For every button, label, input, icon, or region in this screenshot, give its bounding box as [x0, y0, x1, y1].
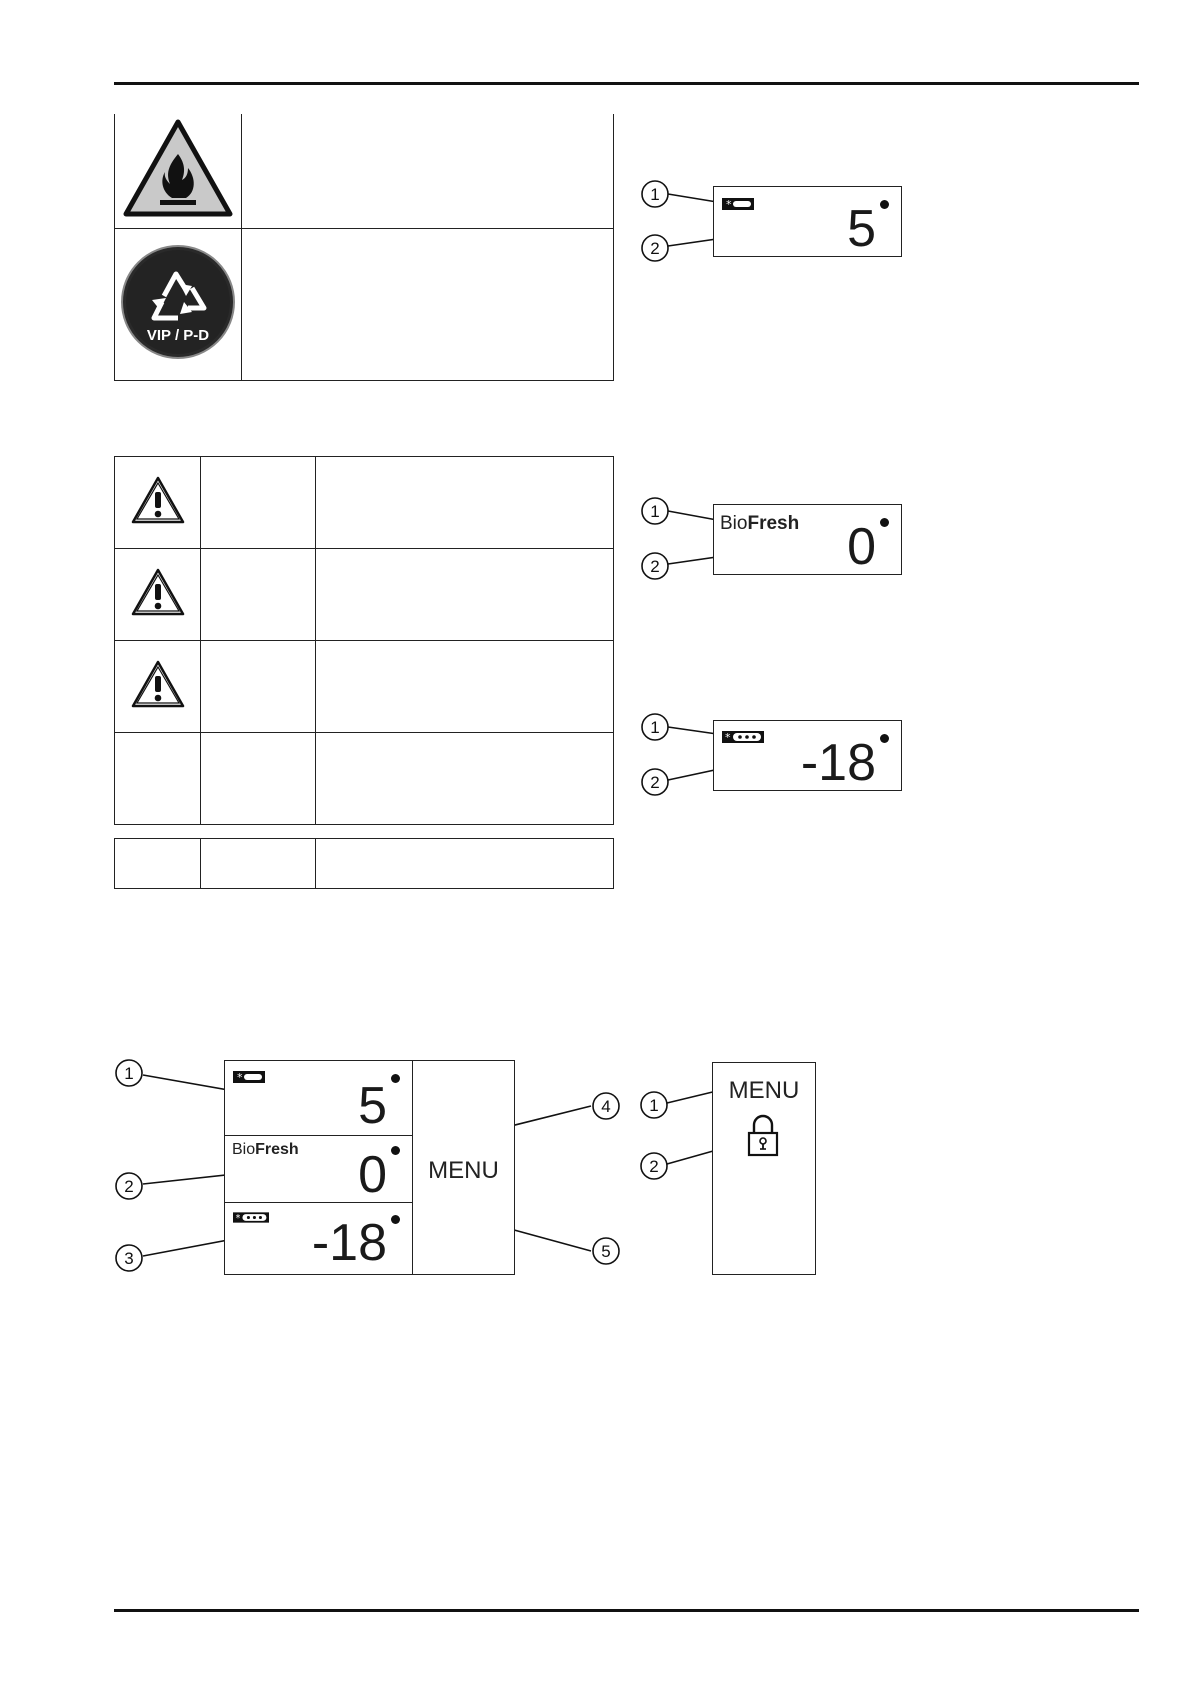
- callout-2: 2: [649, 1157, 658, 1176]
- degree-dot: [391, 1074, 400, 1083]
- description-cell: [315, 732, 614, 825]
- hazard-level-table: [114, 456, 614, 825]
- callout-4: 4: [601, 1097, 610, 1116]
- warning-triangle-icon: [131, 660, 184, 708]
- warning-triangle-icon: [131, 476, 184, 524]
- fridge-compartment-icon: *: [233, 1071, 265, 1084]
- freezer-temperature-value: -18: [311, 1214, 387, 1272]
- degree-dot: [880, 518, 889, 527]
- freezer-compartment-icon: *: [233, 1212, 269, 1224]
- degree-dot: [391, 1146, 400, 1155]
- hazard-icon-cell: [114, 548, 201, 641]
- callout-1: 1: [124, 1064, 133, 1083]
- recycling-vip-icon: VIP / P-D: [121, 244, 235, 359]
- note-table: [114, 838, 614, 889]
- footer-rule: [114, 1609, 1139, 1612]
- note-icon-cell: [114, 838, 201, 889]
- biofresh-label: BioFresh: [720, 513, 800, 534]
- callout-1: 1: [650, 718, 659, 737]
- note-text-cell: [315, 838, 614, 889]
- callout-2: 2: [650, 239, 659, 258]
- degree-dot: [880, 734, 889, 743]
- degree-dot: [880, 200, 889, 209]
- hazard-icon-cell: [114, 456, 201, 549]
- callout-1: 1: [649, 1096, 658, 1115]
- callout-5: 5: [601, 1242, 610, 1261]
- biofresh-temperature-value: 0: [847, 518, 876, 576]
- flammable-warning-icon: [123, 119, 233, 217]
- freezer-zone-button[interactable]: * -18: [225, 1203, 413, 1274]
- signal-word-cell: [200, 732, 316, 825]
- fridge-temperature-value: 5: [847, 200, 876, 258]
- callout-2: 2: [124, 1177, 133, 1196]
- menu-label: MENU: [428, 1157, 499, 1184]
- description-cell: [315, 640, 614, 733]
- fridge-zone-button[interactable]: * 5: [225, 1061, 413, 1136]
- text-cell: [241, 227, 614, 381]
- callout-2: 2: [650, 773, 659, 792]
- description-cell: [315, 548, 614, 641]
- freezer-compartment-icon: *: [722, 731, 764, 744]
- callout-3: 3: [124, 1249, 133, 1268]
- signal-word-cell: [200, 456, 316, 549]
- hazard-icon-cell: [114, 640, 201, 733]
- description-cell: [315, 456, 614, 549]
- biofresh-label: BioFresh: [232, 1141, 299, 1158]
- svg-text:*: *: [726, 198, 732, 211]
- menu-button[interactable]: MENU: [413, 1061, 514, 1274]
- svg-text:*: *: [236, 1213, 241, 1224]
- fridge-temperature-value: 5: [358, 1077, 387, 1135]
- signal-word-cell: [200, 640, 316, 733]
- freezer-temperature-value: -18: [800, 734, 876, 792]
- biofresh-temperature-value: 0: [358, 1146, 387, 1204]
- fridge-display: * 5: [713, 186, 902, 257]
- fridge-compartment-icon: *: [722, 198, 754, 211]
- signal-word-cell: [200, 548, 316, 641]
- svg-text:*: *: [725, 731, 731, 744]
- svg-text:VIP / P-D: VIP / P-D: [147, 327, 209, 344]
- symbol-cell: [114, 114, 242, 229]
- text-cell: [241, 114, 614, 229]
- menu-lock-panel: MENU: [712, 1062, 816, 1275]
- freezer-display: * -18: [713, 720, 902, 791]
- callout-2: 2: [650, 557, 659, 576]
- callout-1: 1: [650, 502, 659, 521]
- note-word-cell: [200, 838, 316, 889]
- svg-text:*: *: [237, 1071, 243, 1084]
- warning-symbol-table: VIP / P-D: [114, 114, 614, 381]
- biofresh-zone-button[interactable]: BioFresh 0: [225, 1136, 413, 1203]
- degree-dot: [391, 1215, 400, 1224]
- lock-icon[interactable]: [746, 1113, 780, 1157]
- control-panel: * 5 BioFresh 0 * -18 MENU: [224, 1060, 515, 1275]
- warning-triangle-icon: [131, 568, 184, 616]
- callout-1: 1: [650, 185, 659, 204]
- biofresh-display: BioFresh 0: [713, 504, 902, 575]
- menu-label[interactable]: MENU: [728, 1077, 800, 1104]
- header-rule: [114, 82, 1139, 85]
